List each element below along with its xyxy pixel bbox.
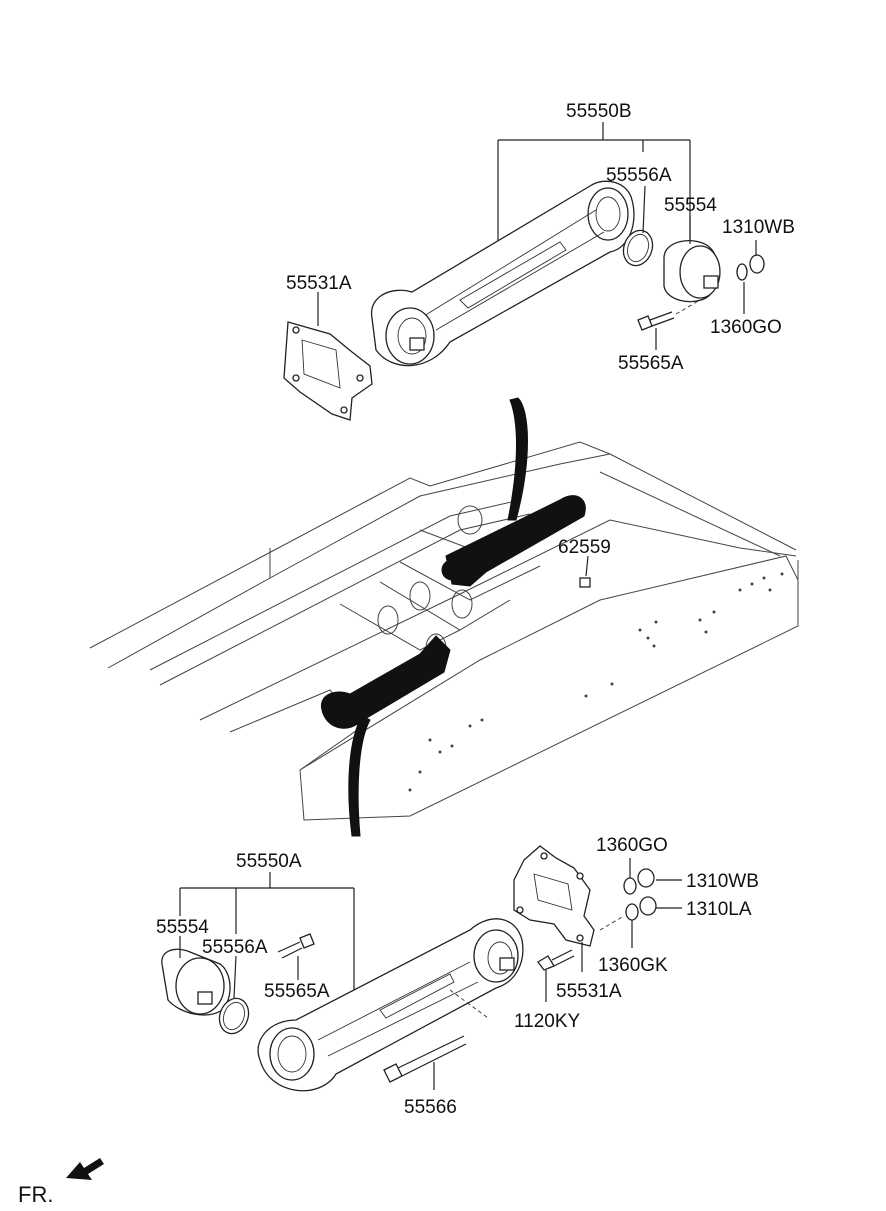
lower-bushing [161,936,231,1016]
lower-snap-ring [218,955,250,1035]
label-1310wb-lower: 1310WB [686,871,759,892]
long-bolt [383,1035,467,1090]
label-55550b: 55550B [566,101,632,122]
label-1360gk: 1360GK [598,955,668,976]
upper-bracket [283,292,373,421]
highlighted-arms [320,397,586,837]
label-1310wb-upper: 1310WB [722,217,795,238]
label-55531a-lower: 55531A [556,981,622,1002]
lower-bolt [277,933,315,980]
upper-bolt [637,299,701,350]
label-1310la: 1310LA [686,899,752,920]
label-1360go-lower: 1360GO [596,835,668,856]
label-55554-upper: 55554 [664,195,717,216]
label-55554-lower: 55554 [156,917,209,938]
lower-bracket [513,845,595,972]
label-1360go-upper: 1360GO [710,317,782,338]
upper-bushing [663,216,721,303]
lower-trailing-arm [257,918,524,1092]
label-55565a-upper: 55565A [618,353,684,374]
label-55556a-upper: 55556A [606,165,672,186]
front-label: FR. [18,1182,54,1207]
label-55550a: 55550A [236,851,302,872]
front-arrow-icon [66,1158,104,1180]
upper-trailing-arm [371,180,635,367]
upper-snap-ring [622,185,654,267]
upper-nut-washer [736,240,765,314]
label-55565a-lower: 55565A [264,981,330,1002]
label-62559: 62559 [558,537,611,558]
label-1120ky: 1120KY [514,1011,581,1032]
label-55531a-upper: 55531A [286,273,352,294]
label-55556a-lower: 55556A [202,937,268,958]
label-55566: 55566 [404,1097,457,1118]
leader-55550a [179,872,355,1020]
bolt-1120ky [537,949,575,1002]
vehicle-frame [89,441,799,821]
lower-nuts-washers [599,858,682,948]
